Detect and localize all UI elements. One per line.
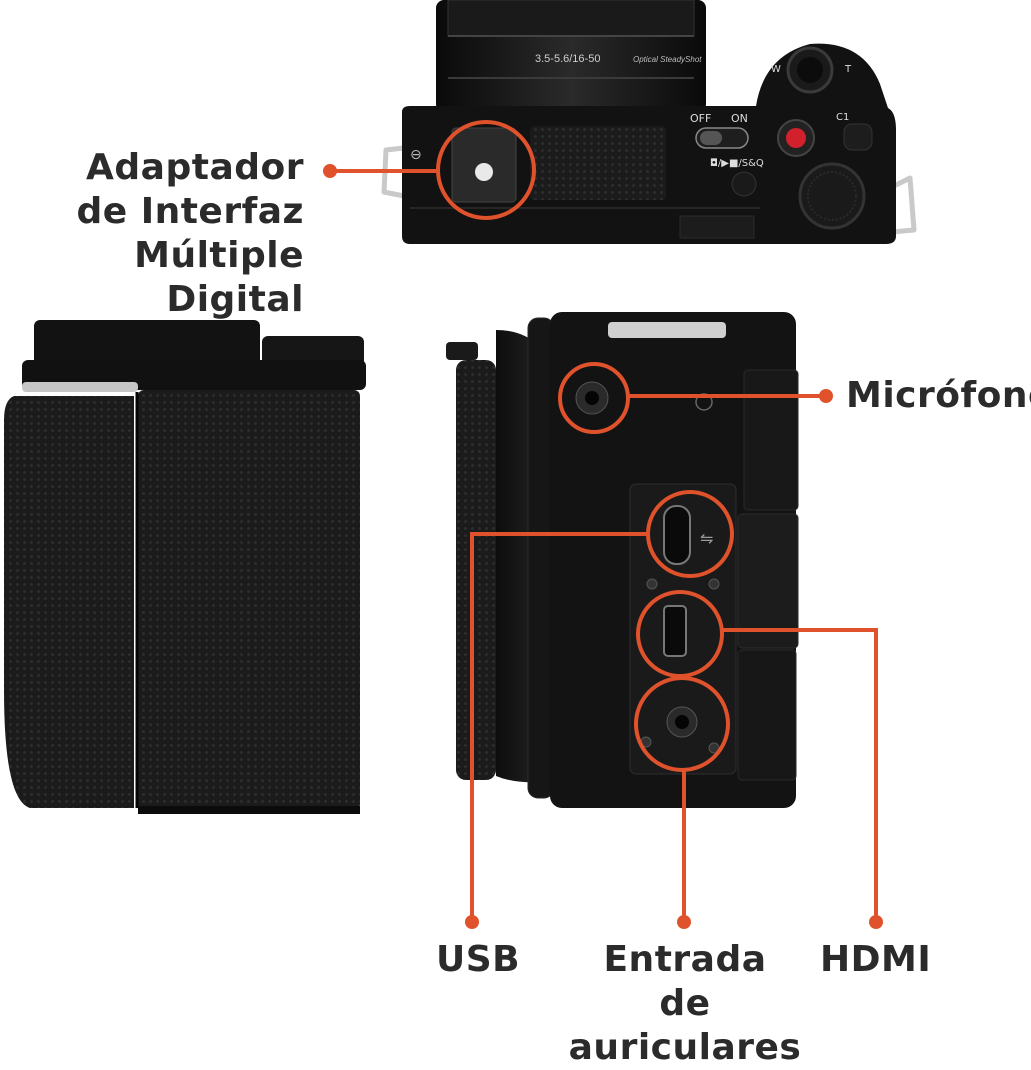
zoom-w-label: W [771,64,781,75]
usb-c-port [663,505,691,565]
left-body-leather [138,390,360,810]
callout-headphone [634,676,730,929]
lens-focal-text: 3.5-5.6/16-50 [535,53,600,65]
c1-label: C1 [836,112,849,123]
headphone-label-line1: Entrada [603,939,767,980]
hotshoe-label-line2: de Interfaz [76,191,304,232]
callout-usb [465,490,734,929]
focal-plane-icon: ⊖ [410,147,422,163]
power-off-label: OFF [690,112,711,125]
callout-hdmi [636,590,883,929]
usb-label: USB [436,939,521,980]
strap-lug-right [888,175,917,235]
hotshoe-label-line1: Adaptador [86,147,304,188]
headphone-label-line2: de auriculares [568,983,802,1068]
hdmi-port [663,605,687,657]
lens-ring [447,0,695,37]
left-side-trim [22,382,138,392]
camera-top-view: 3.5-5.6/16-50 Optical SteadyShot ⊖ OFF O… [381,0,917,244]
lens-brand-text: Optical SteadyShot [633,55,702,64]
hotshoe-label-line3: Múltiple Digital [134,235,304,320]
mode-button-label: ◘/▶■/S&Q [710,158,764,169]
power-on-label: ON [731,112,748,125]
product-illustration: 3.5-5.6/16-50 Optical SteadyShot ⊖ OFF O… [4,0,917,929]
camera-left-side [4,320,366,814]
usb-icon: ⇋ [700,529,713,548]
c1-button [843,123,873,151]
callout-microphone [558,362,833,434]
headphone-label: Entrada de auriculares [540,938,830,1070]
camera-right-side: ⇋ [446,312,799,808]
left-grip-leather [4,396,134,808]
right-grip-leather [456,360,496,780]
control-dial [798,162,866,230]
zoom-t-label: T [844,64,852,75]
microphone-label: Micrófono [846,375,1031,416]
hotshoe-label: Adaptador de Interfaz Múltiple Digital [0,146,304,322]
hdmi-label: HDMI [820,939,932,980]
mode-button [731,171,757,197]
callout-hotshoe [323,120,536,220]
top-grip-texture [530,126,666,200]
